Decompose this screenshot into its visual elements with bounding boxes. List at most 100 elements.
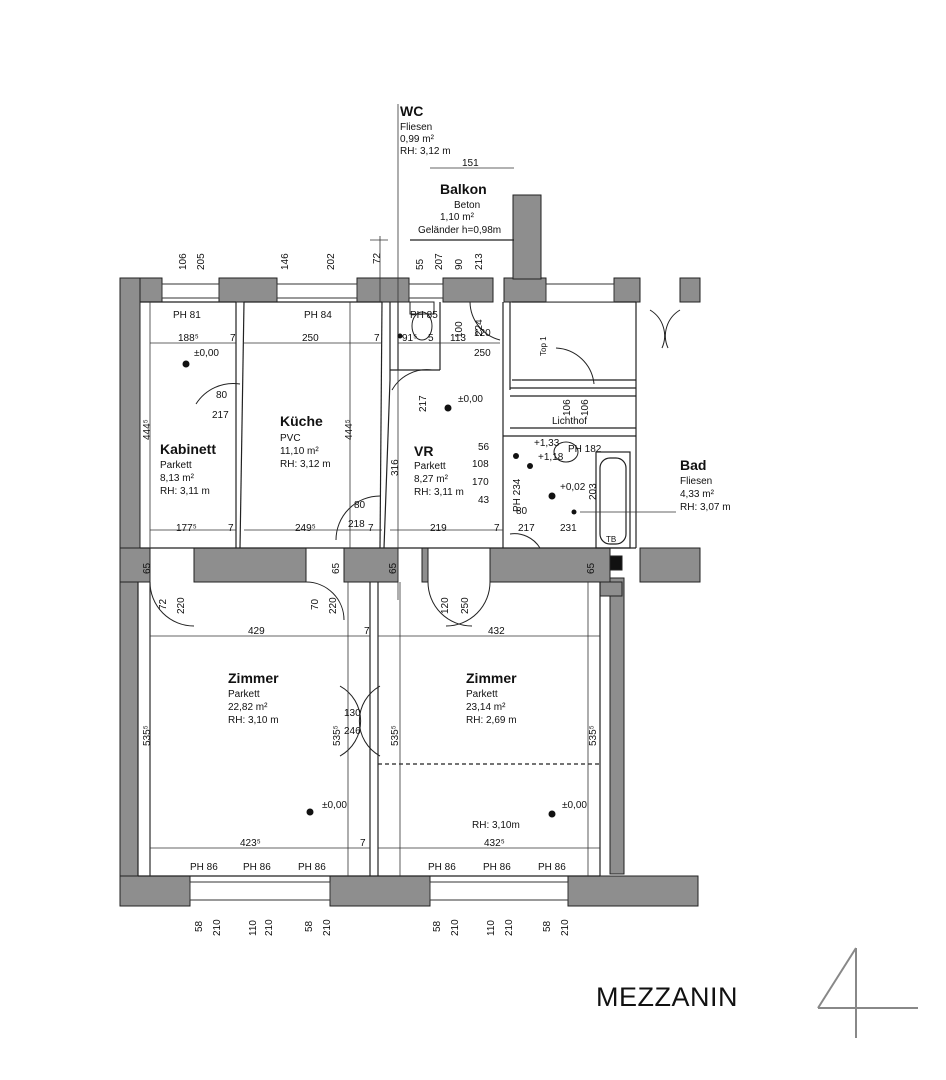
dim-250-a: 250	[302, 333, 319, 344]
zimmer1-name: Zimmer	[228, 670, 279, 686]
dim-106-a: 106	[178, 253, 189, 270]
dim-7-f: 7	[364, 626, 370, 637]
dim-146: 146	[280, 253, 291, 270]
label-ph81: PH 81	[173, 310, 201, 321]
level-118: +1,18	[538, 452, 564, 463]
dim-203: 203	[588, 483, 599, 500]
dim-120-b: 120	[440, 597, 451, 614]
dim-220-b: 220	[328, 597, 339, 614]
balkon-area: 1,10 m²	[440, 212, 475, 223]
zimmer2-height: RH: 2,69 m	[466, 715, 517, 726]
kueche-material: PVC	[280, 433, 301, 444]
level-133: +1,33	[534, 438, 560, 449]
dim-316: 316	[390, 459, 401, 476]
dim-219: 219	[430, 523, 447, 534]
dim-5: 5	[428, 333, 434, 344]
level-kabinett: ±0,00	[194, 348, 219, 359]
kabinett-area: 8,13 m²	[160, 473, 195, 484]
dim-65-c: 65	[388, 562, 399, 574]
wc-height: RH: 3,12 m	[400, 146, 451, 157]
dim-110-a: 110	[248, 920, 259, 936]
dim-65-b: 65	[331, 562, 342, 574]
dim-915: 91⁵	[402, 333, 417, 344]
dim-218: 218	[348, 519, 365, 530]
wc-name: WC	[400, 103, 423, 119]
dim-432: 432	[488, 626, 505, 637]
zimmer1-area: 22,82 m²	[228, 702, 268, 713]
dimension-texts: 151 72 106 205 146 202 55 207 90 213 188…	[142, 158, 599, 936]
level-vr: ±0,00	[458, 394, 483, 405]
dim-80-a: 80	[216, 390, 228, 401]
dim-170: 170	[472, 477, 489, 488]
dim-7-a: 7	[230, 333, 236, 344]
dimension-lines	[149, 104, 676, 876]
dim-213: 213	[474, 253, 485, 270]
dim-210-c: 210	[322, 919, 333, 936]
dim-7-e: 7	[494, 523, 500, 534]
windows	[161, 283, 615, 901]
dim-65-a: 65	[142, 562, 153, 574]
dim-7-d: 7	[368, 523, 374, 534]
zimmer2-material: Parkett	[466, 689, 498, 700]
dim-7-b: 7	[374, 333, 380, 344]
level-zimmer2: ±0,00	[562, 800, 587, 811]
zimmer2-height-alt: RH: 3,10m	[472, 820, 520, 831]
dim-58-a: 58	[194, 920, 205, 932]
dim-72-b: 72	[158, 598, 169, 610]
dim-250-c: 250	[460, 597, 471, 614]
zimmer2-area: 23,14 m²	[466, 702, 506, 713]
label-top1: Top 1	[539, 336, 548, 356]
kueche-height: RH: 3,12 m	[280, 459, 331, 470]
dim-5355-a: 535⁵	[142, 725, 153, 746]
dim-108: 108	[472, 459, 489, 470]
vr-material: Parkett	[414, 461, 446, 472]
label-ph86-3: PH 86	[298, 862, 326, 873]
label-ph86-6: PH 86	[538, 862, 566, 873]
dim-110-b: 110	[486, 920, 497, 936]
label-ph86-2: PH 86	[243, 862, 271, 873]
kabinett-height: RH: 3,11 m	[160, 486, 210, 497]
dim-65-d: 65	[586, 562, 597, 574]
balkon-name: Balkon	[440, 181, 487, 197]
dim-246: 246	[344, 726, 361, 737]
dim-151: 151	[462, 158, 479, 169]
dim-217-c: 217	[518, 523, 535, 534]
level-zimmer1: ±0,00	[322, 800, 347, 811]
dim-80-b: 80	[354, 500, 366, 511]
dim-210-a: 210	[212, 919, 223, 936]
bad-material: Fliesen	[680, 476, 712, 487]
dim-217-b: 217	[418, 395, 429, 412]
dim-224: 224	[474, 319, 485, 336]
walls	[119, 194, 701, 907]
label-ph86-1: PH 86	[190, 862, 218, 873]
kabinett-name: Kabinett	[160, 441, 216, 457]
dim-113: 113	[450, 333, 466, 344]
dim-56: 56	[478, 442, 490, 453]
dim-429: 429	[248, 626, 265, 637]
dim-220-a: 220	[176, 597, 187, 614]
dim-1885: 188⁵	[178, 333, 199, 344]
level-markers	[182, 333, 577, 818]
dim-58-b: 58	[304, 920, 315, 932]
dim-4445-a: 444⁵	[142, 419, 153, 440]
logo-four-icon	[817, 947, 918, 1038]
dim-106-b: 106	[562, 399, 573, 416]
balkon-railing: Geländer h=0,98m	[418, 225, 501, 236]
dim-100: 100	[454, 321, 465, 338]
dim-210-b: 210	[264, 919, 275, 936]
label-ph234: PH 234	[512, 478, 523, 512]
dim-80-c: 80	[516, 506, 528, 517]
wc-area: 0,99 m²	[400, 134, 435, 145]
bad-name: Bad	[680, 457, 706, 473]
bad-area: 4,33 m²	[680, 489, 715, 500]
dim-5355-d: 535⁵	[588, 725, 599, 746]
dim-55: 55	[415, 258, 426, 270]
dim-210-f: 210	[560, 919, 571, 936]
bad-height: RH: 3,07 m	[680, 502, 731, 513]
wc-material: Fliesen	[400, 122, 432, 133]
dim-70: 70	[310, 598, 321, 610]
label-ph84: PH 84	[304, 310, 332, 321]
label-ph182: PH 182	[568, 444, 602, 455]
balkon-material: Beton	[454, 200, 480, 211]
dim-58-d: 58	[542, 920, 553, 932]
